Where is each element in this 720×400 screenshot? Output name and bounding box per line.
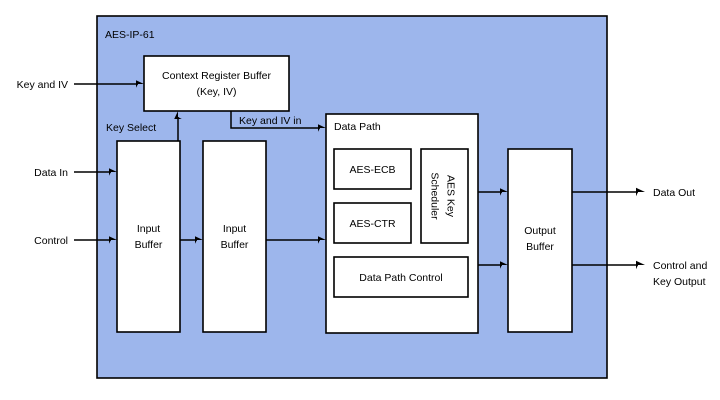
external-label-control-and-key-output-line1: Control and [653,260,707,272]
context-register-buffer-line2: (Key, IV) [196,86,236,98]
external-label-key-and-iv: Key and IV [17,79,68,91]
block-aes-key-scheduler [420,148,469,244]
wire-inbuf1-to-inbuf2 [180,236,203,244]
output-buffer-line2: Buffer [526,241,554,253]
wire-label-key-and-iv-in: Key and IV in [239,115,302,127]
input-buffer-1-line2: Buffer [135,239,163,251]
input-buffer-1-line1: Input [137,223,160,235]
wire-datapath-to-outbuf-upper [478,188,508,196]
block-data-path-control [333,256,469,298]
data-path-title: Data Path [334,121,381,133]
wire-control [74,236,117,244]
external-label-data-in: Data In [34,167,68,179]
wire-label-key-select: Key Select [106,122,156,134]
external-label-control-and-key-output-line2: Key Output [653,276,706,288]
wire-data-out [572,187,645,197]
container-title: AES-IP-61 [105,29,155,41]
wire-datapath-to-outbuf-lower [478,261,508,269]
input-buffer-2-line1: Input [223,223,246,235]
external-label-control: Control [34,235,68,247]
block-aes-ctr [333,202,412,244]
output-buffer-line1: Output [524,225,556,237]
block-output-buffer [507,148,573,333]
block-input-buffer-2 [202,140,267,333]
data-path-control-label: Data Path Control [359,272,442,284]
wire-key-and-iv-in [230,111,326,132]
wire-control-and-key-output [572,260,645,270]
wire-inbuf2-to-datapath [266,236,326,244]
wire-data-in [74,168,117,176]
aes-key-scheduler-line2: Scheduler [429,172,441,220]
wire-key-select [174,111,182,141]
block-context-register-buffer [143,55,290,112]
wire-key-and-iv [74,80,144,88]
aes-ecb-label: AES-ECB [349,164,395,176]
context-register-buffer-line1: Context Register Buffer [162,70,271,82]
external-label-data-out: Data Out [653,187,695,199]
block-input-buffer-1 [116,140,181,333]
block-aes-ecb [333,148,412,190]
aes-ctr-label: AES-CTR [349,218,396,230]
aes-key-scheduler-line1: AES Key [445,175,457,218]
input-buffer-2-line2: Buffer [221,239,249,251]
